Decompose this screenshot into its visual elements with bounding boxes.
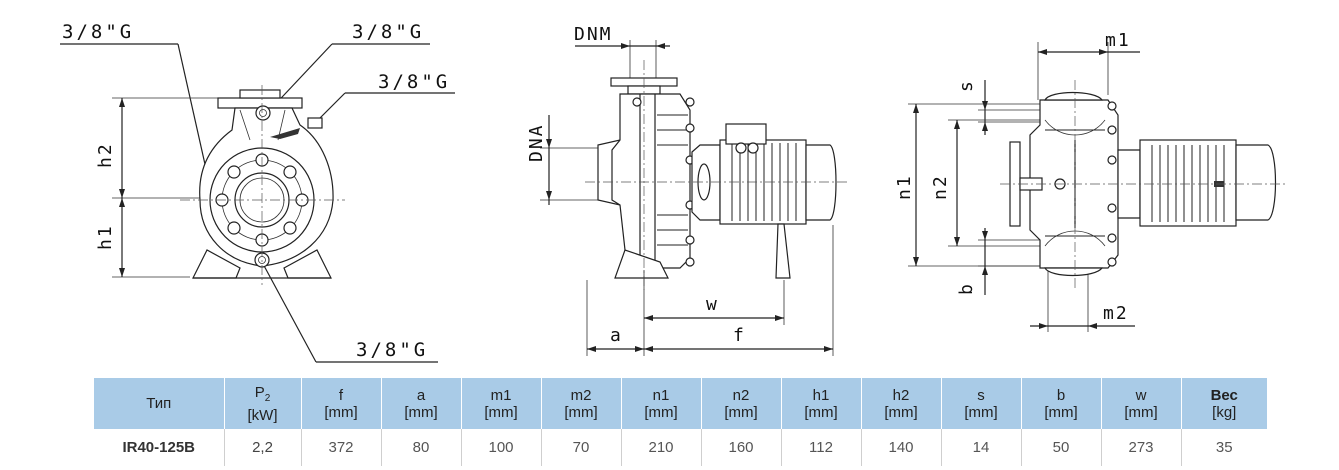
- header-h2: h2[mm]: [861, 378, 942, 429]
- thread-label-top-right: 3/8"G: [352, 21, 424, 43]
- table-row: IR40-125B 2,2 372 80 100 70 210 160 112 …: [94, 429, 1267, 466]
- side-view-drawing: [540, 40, 850, 356]
- cell-n1: 210: [621, 429, 702, 466]
- dim-label-h1: h1: [95, 224, 116, 250]
- header-unit: [mm]: [884, 403, 918, 421]
- dim-label-s: s: [956, 79, 977, 92]
- header-label: m1: [490, 386, 512, 404]
- header-m1: m1[mm]: [461, 378, 542, 429]
- cell-b: 50: [1021, 429, 1102, 466]
- cell-n2: 160: [701, 429, 782, 466]
- cell-s: 14: [941, 429, 1022, 466]
- header-label: f: [338, 386, 344, 404]
- header-unit: [mm]: [804, 403, 838, 421]
- cell-model: IR40-125B: [94, 429, 225, 466]
- header-s: s[mm]: [941, 378, 1022, 429]
- cell-power: 2,2: [224, 429, 302, 466]
- cell-w: 273: [1101, 429, 1182, 466]
- header-power: P2 [kW]: [224, 378, 302, 429]
- header-unit: [mm]: [964, 403, 998, 421]
- header-n1: n1[mm]: [621, 378, 702, 429]
- header-unit: [mm]: [644, 403, 678, 421]
- cell-h1: 112: [781, 429, 862, 466]
- header-unit: [kg]: [1212, 403, 1237, 421]
- header-b: b[mm]: [1021, 378, 1102, 429]
- dim-label-dna: DNA: [526, 123, 547, 162]
- cell-weight: 35: [1215, 439, 1233, 456]
- header-h1: h1[mm]: [781, 378, 862, 429]
- dim-label-h2: h2: [95, 142, 116, 168]
- header-label: n2: [732, 386, 750, 404]
- dim-label-a: a: [610, 325, 623, 346]
- cell-f: 372: [301, 429, 382, 466]
- cell-m2: 70: [541, 429, 622, 466]
- header-unit: [mm]: [1044, 403, 1078, 421]
- dim-label-n2: n2: [930, 174, 951, 200]
- header-w: w[mm]: [1101, 378, 1182, 429]
- header-label: P: [254, 383, 265, 401]
- header-label: h2: [892, 386, 910, 404]
- cell-m1: 100: [461, 429, 542, 466]
- dim-label-m2: m2: [1103, 303, 1129, 324]
- header-weight: Вес[kg]: [1181, 378, 1267, 429]
- header-subscript: 2: [264, 392, 271, 404]
- thread-label-bottom: 3/8"G: [356, 339, 428, 361]
- dim-label-b: b: [956, 282, 977, 295]
- header-unit: [kW]: [247, 406, 278, 424]
- header-a: a[mm]: [381, 378, 462, 429]
- header-type: Тип: [94, 378, 225, 429]
- header-label: a: [416, 386, 426, 404]
- header-n2: n2[mm]: [701, 378, 782, 429]
- header-unit: [mm]: [564, 403, 598, 421]
- header-label: w: [1135, 386, 1147, 404]
- thread-label-top-left: 3/8"G: [62, 21, 134, 43]
- header-m2: m2[mm]: [541, 378, 622, 429]
- header-label: Вес: [1210, 386, 1238, 404]
- technical-drawings: 3/8"G 3/8"G 3/8"G 3/8"G h2 h1: [60, 21, 1285, 363]
- dim-label-f: f: [733, 325, 746, 346]
- header-label: b: [1056, 386, 1066, 404]
- top-view-drawing: [908, 42, 1285, 332]
- header-unit: [mm]: [1124, 403, 1158, 421]
- header-unit: [mm]: [484, 403, 518, 421]
- dim-label-dnm: DNM: [574, 24, 613, 45]
- dim-label-w: w: [706, 294, 719, 315]
- header-label: h1: [812, 386, 830, 404]
- dim-label-n1: n1: [894, 174, 915, 200]
- header-f: f[mm]: [301, 378, 382, 429]
- front-view-drawing: [60, 43, 455, 363]
- header-label: Тип: [146, 395, 172, 412]
- header-unit: [mm]: [404, 403, 438, 421]
- specification-table: Тип P2[kW] f[mm] a[mm] m1[mm] m2[mm] n1[…: [94, 378, 1267, 466]
- thread-label-right: 3/8"G: [378, 71, 450, 93]
- cell-a: 80: [381, 429, 462, 466]
- header-label: s: [977, 386, 985, 404]
- dim-label-m1: m1: [1105, 30, 1131, 51]
- header-label: n1: [652, 386, 670, 404]
- cell-h2: 140: [861, 429, 942, 466]
- header-unit: [mm]: [724, 403, 758, 421]
- header-label: m2: [570, 386, 592, 404]
- header-unit: [mm]: [324, 403, 358, 421]
- table-header-row: Тип P2[kW] f[mm] a[mm] m1[mm] m2[mm] n1[…: [94, 378, 1267, 429]
